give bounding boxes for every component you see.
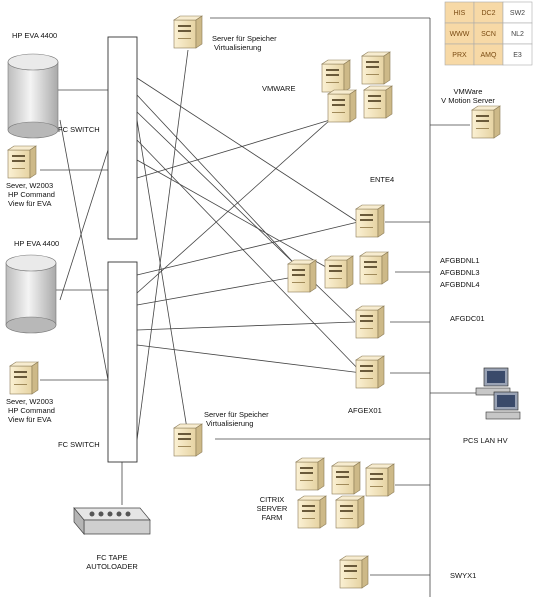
legend-cell-label: E3 [513, 52, 522, 59]
server-citrix-5-icon [335, 495, 365, 529]
server-vmware-2-icon [361, 51, 391, 85]
server-citrix-2-icon [331, 461, 361, 495]
server-w2003-top-icon [7, 145, 37, 179]
label-afgex01: AFGEX01 [348, 406, 382, 415]
label-afgbdnl4: AFGBDNL4 [440, 280, 480, 289]
label-sever-bottom-1: Sever, W2003 [6, 397, 53, 406]
fc-tape-autoloader-icon [73, 507, 151, 535]
label-afgbdnl1: AFGBDNL1 [440, 256, 480, 265]
server-citrix-4-icon [297, 495, 327, 529]
label-fc-switch-bottom: FC SWITCH [58, 440, 100, 449]
storage-eva-top [7, 53, 59, 139]
legend-cell-label: HIS [454, 10, 466, 17]
label-afgbdnl3: AFGBDNL3 [440, 268, 480, 277]
label-swyx: SWYX1 [450, 571, 476, 580]
server-ente4-icon [355, 204, 385, 238]
label-eva-top: HP EVA 4400 [12, 31, 57, 40]
label-citrix-1: CITRIX [260, 495, 285, 504]
label-eva-bottom: HP EVA 4400 [14, 239, 59, 248]
label-afgdc01: AFGDC01 [450, 314, 485, 323]
server-vmware-4-icon [363, 85, 393, 119]
fc-switch-top [107, 36, 138, 240]
label-server-virt-bottom-1: Server für Speicher [204, 410, 269, 419]
legend-cell-label: WWW [450, 31, 470, 38]
server-afgbdnl-3-icon [359, 251, 389, 285]
server-afgex01-icon [355, 355, 385, 389]
fc-switch-bottom [107, 261, 138, 463]
label-ente4: ENTE4 [370, 175, 394, 184]
server-swyx-icon [339, 555, 369, 589]
label-citrix-3: FARM [262, 513, 283, 522]
label-sever-top-1: Sever, W2003 [6, 181, 53, 190]
label-server-virt-top-2: Virtualisierung [214, 43, 261, 52]
legend-cell-label: SW2 [510, 10, 525, 17]
label-sever-bottom-3: View für EVA [8, 415, 52, 424]
label-sever-top-2: HP Command [8, 190, 55, 199]
server-vmotion-icon [471, 105, 501, 139]
label-vmotion-2: V Motion Server [441, 96, 495, 105]
server-virt-top-icon [173, 15, 203, 49]
legend-cell-label: SCN [481, 31, 496, 38]
label-fc-tape-1: FC TAPE [97, 553, 128, 562]
label-fc-tape-2: AUTOLOADER [86, 562, 138, 571]
server-virt-bottom-icon [173, 423, 203, 457]
label-sever-top-3: View für EVA [8, 199, 52, 208]
legend-cell-label: PRX [452, 52, 467, 59]
pcs-workstations-icon [475, 367, 521, 420]
server-citrix-1-icon [295, 457, 325, 491]
label-server-virt-top-1: Server für Speicher [212, 34, 277, 43]
server-w2003-bottom-icon [9, 361, 39, 395]
legend-cell [502, 43, 533, 66]
label-vmotion-1: VMWare [454, 87, 483, 96]
legend-cell-label: DC2 [481, 10, 495, 17]
server-vmware-1-icon [321, 59, 351, 93]
server-afgbdnl-1-icon [287, 259, 317, 293]
label-fc-switch-top: FC SWITCH [58, 125, 100, 134]
label-server-virt-bottom-2: Virtualisierung [206, 419, 253, 428]
label-sever-bottom-2: HP Command [8, 406, 55, 415]
legend-cell-label: AMQ [481, 52, 498, 59]
storage-eva-bottom [5, 254, 57, 334]
label-pcs-lan: PCS LAN HV [463, 436, 508, 445]
server-afgdc01-icon [355, 305, 385, 339]
server-afgbdnl-2-icon [324, 255, 354, 289]
label-citrix-2: SERVER [257, 504, 288, 513]
legend-cell-label: NL2 [511, 31, 524, 38]
connection-lines [40, 17, 480, 597]
server-citrix-3-icon [365, 463, 395, 497]
label-vmware: VMWARE [262, 84, 295, 93]
server-vmware-3-icon [327, 89, 357, 123]
